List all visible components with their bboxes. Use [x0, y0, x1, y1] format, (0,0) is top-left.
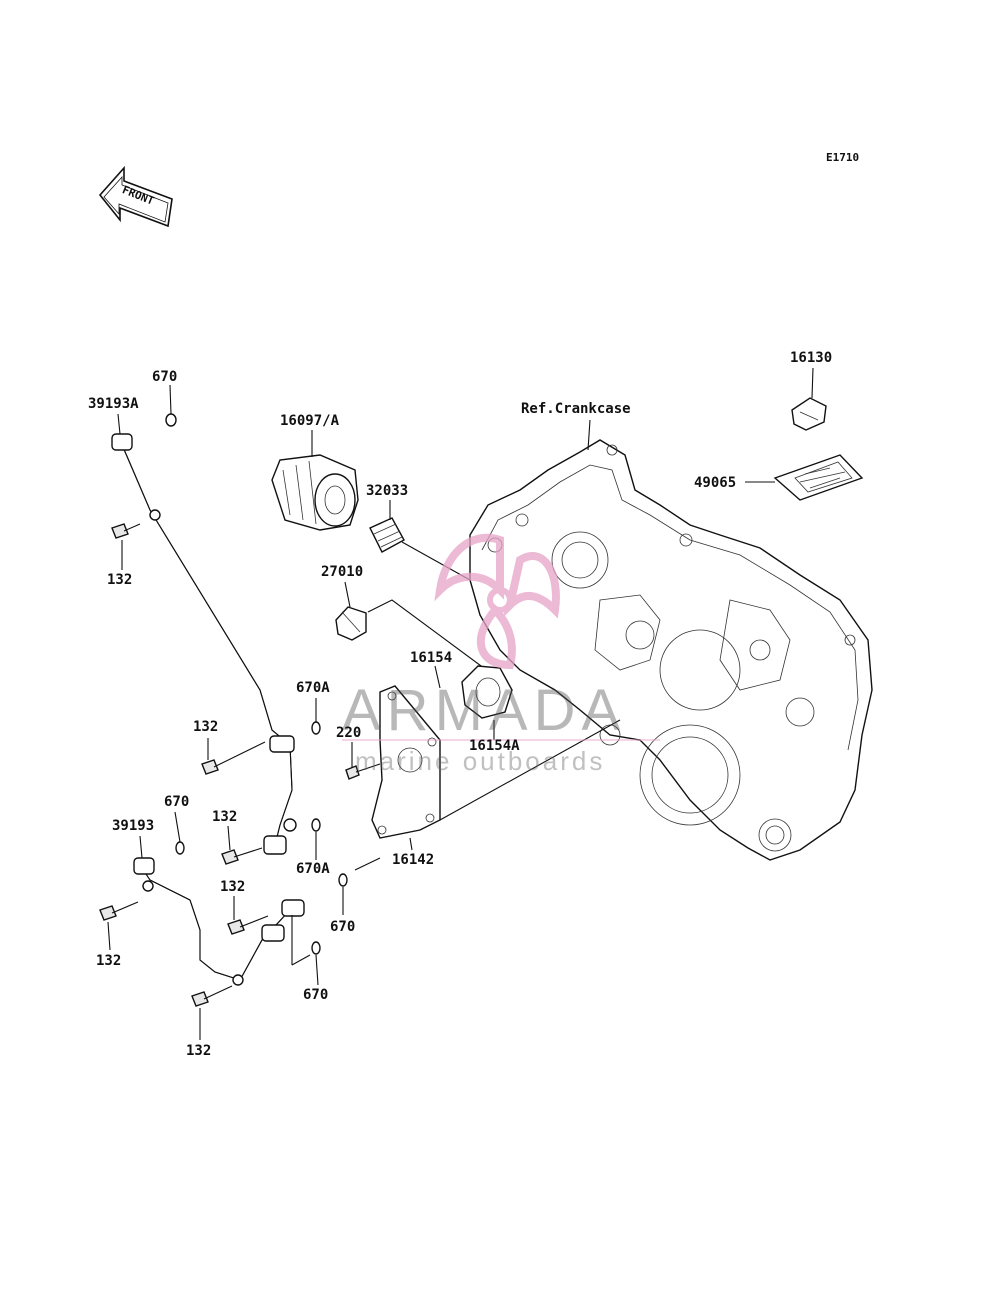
part-label-16097: 16097/A	[280, 413, 340, 429]
part-label-16154: 16154	[410, 650, 452, 666]
part-label-132-b: 132	[193, 719, 218, 735]
fitting-32033-drawing	[369, 517, 471, 581]
propeller-logo-icon	[434, 533, 560, 670]
part-label-132-d: 132	[220, 879, 245, 895]
crankcase-drawing	[469, 439, 873, 861]
front-arrow-icon: FRONT	[98, 165, 173, 228]
part-label-132-e: 132	[96, 953, 121, 969]
part-label-39193: 39193	[112, 818, 154, 834]
pump-cover-drawing	[371, 685, 621, 839]
ref-crankcase-label: Ref.Crankcase	[521, 401, 631, 417]
part-label-39193a: 39193A	[88, 396, 139, 412]
switch-27010-drawing	[335, 599, 501, 681]
part-label-32033: 32033	[366, 483, 408, 499]
part-label-132-a: 132	[107, 572, 132, 588]
pump-gear-drawing	[461, 665, 513, 719]
diagram-code: E1710	[826, 151, 859, 164]
watermark-title: ARMADA	[342, 678, 626, 743]
part-labels: Ref.Crankcase 16130 49065 16097/A 32033 …	[88, 350, 832, 1059]
part-label-670a-lower: 670A	[296, 861, 330, 877]
o-ring-drawings	[165, 413, 348, 955]
part-label-220: 220	[336, 725, 361, 741]
oil-filter-drawing	[271, 454, 359, 531]
part-label-670-bottom: 670	[303, 987, 328, 1003]
bolt-drawings	[99, 523, 381, 1007]
watermark: ARMADA marine outboards	[342, 533, 660, 776]
oil-pipe-upper-drawing	[111, 433, 297, 855]
part-label-670-top: 670	[152, 369, 177, 385]
part-label-132-f: 132	[186, 1043, 211, 1059]
part-label-670a-upper: 670A	[296, 680, 330, 696]
part-label-132-c: 132	[212, 809, 237, 825]
part-label-670-mid: 670	[164, 794, 189, 810]
part-label-27010: 27010	[321, 564, 363, 580]
screen-49065-drawing	[773, 454, 864, 501]
oil-pipe-lower-drawing	[133, 857, 311, 986]
leader-lines	[107, 367, 814, 1040]
watermark-subtitle: marine outboards	[355, 746, 605, 776]
part-label-670-right: 670	[330, 919, 355, 935]
part-label-49065: 49065	[694, 475, 736, 491]
part-label-16142: 16142	[392, 852, 434, 868]
part-label-16130: 16130	[790, 350, 832, 366]
sensor-16130-drawing	[791, 397, 827, 431]
part-label-16154a: 16154A	[469, 738, 520, 754]
